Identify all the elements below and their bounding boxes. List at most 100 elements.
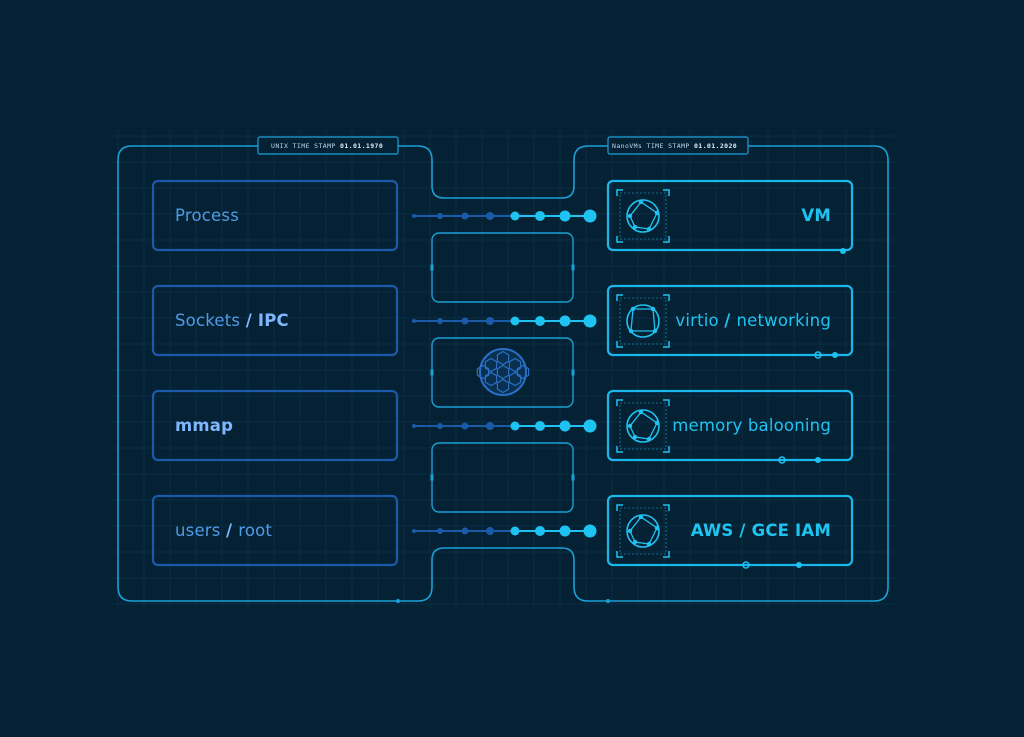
nanovms-timestamp-tag: NanoVMs TIME STAMP 01.01.2020	[612, 141, 737, 151]
right-trail-ring-2	[814, 351, 822, 359]
icon-dashed-frame	[619, 297, 667, 345]
globe-hex-cell	[496, 378, 510, 394]
icon-vertex	[646, 541, 652, 547]
left-label-root-text: root	[238, 521, 273, 540]
connector-dot	[412, 214, 416, 218]
left-label-users-text: users	[175, 521, 221, 540]
right-trail-dot-2	[832, 352, 838, 358]
connector-dot	[510, 316, 520, 326]
connector-dot	[412, 319, 416, 323]
icon-dashed-frame	[619, 402, 667, 450]
globe-hex-cell	[496, 350, 510, 366]
icon-vertex	[627, 213, 633, 219]
right-label-vm-text: VM	[801, 206, 831, 225]
icon-corner-brackets	[616, 294, 670, 348]
left-row-box-1	[151, 179, 399, 252]
icon-circle	[626, 304, 660, 338]
unix-timestamp-box	[257, 136, 399, 155]
connector-dot	[583, 314, 597, 328]
right-label-virtio-networking: virtio / networking	[675, 311, 831, 331]
vm-node-icon	[616, 189, 670, 243]
unix-timestamp-tag: UNIX TIME STAMP 01.01.1970	[271, 141, 383, 151]
icon-circle	[626, 199, 660, 233]
connector-row-1	[412, 209, 597, 223]
right-label-vm: VM	[801, 206, 831, 226]
connector-dot	[437, 213, 443, 219]
icon-vertex	[630, 306, 636, 312]
left-label-ipc-text: IPC	[257, 311, 289, 330]
left-label-mmap: mmap	[175, 416, 233, 436]
right-label-aws-text: AWS / GCE IAM	[690, 521, 831, 540]
icon-vertex	[627, 528, 633, 534]
icon-corner-brackets	[616, 189, 670, 243]
connector-dot	[461, 317, 469, 325]
connector-dot	[535, 211, 545, 221]
left-row-box-2	[151, 284, 399, 357]
connector-dot	[510, 421, 520, 431]
right-trail-dot-4	[796, 562, 802, 568]
right-trail-dot-1	[840, 248, 846, 254]
left-label-process: Process	[175, 206, 239, 226]
icon-vertex	[628, 328, 634, 334]
icon-vertex	[632, 539, 638, 545]
connector-dot	[486, 422, 494, 430]
globe-hex-cell	[508, 371, 522, 387]
connector-dot	[412, 529, 416, 533]
globe-hex-cell	[476, 364, 490, 380]
left-label-sockets-ipc: Sockets / IPC	[175, 311, 289, 331]
right-label-virtio-separator: /	[724, 311, 737, 330]
connector-dot	[583, 524, 597, 538]
icon-dashed-frame	[619, 507, 667, 555]
icon-vertex	[646, 226, 652, 232]
left-row-box-4	[151, 494, 399, 567]
connector-dot	[510, 526, 520, 536]
left-label-users-separator: /	[226, 521, 239, 540]
right-trail-ring-3	[778, 456, 786, 464]
connector-dot	[461, 527, 469, 535]
icon-vertex	[654, 525, 660, 531]
globe-hex-cell	[484, 371, 498, 387]
globe-hex-cell	[484, 357, 498, 373]
nanovms-timestamp-box	[607, 136, 749, 155]
connector-dot	[583, 209, 597, 223]
unix-timestamp-value: 01.01.1970	[340, 142, 384, 150]
right-trail-ring-4	[742, 561, 750, 569]
label-boxes	[151, 179, 854, 569]
node-icons	[476, 189, 670, 558]
outer-frame-path	[117, 145, 889, 602]
icon-vertex	[650, 306, 656, 312]
globe-hex-cell	[508, 357, 522, 373]
right-label-memory-balooning: memory balooning	[672, 416, 831, 436]
connector-dot	[461, 422, 469, 430]
connector-dot	[461, 212, 469, 220]
left-label-sockets-text: Sockets	[175, 311, 241, 330]
icon-vertex	[654, 420, 660, 426]
right-label-networking-text: networking	[736, 311, 831, 330]
virtio-node-icon	[616, 294, 670, 348]
left-label-mmap-text: mmap	[175, 416, 234, 435]
icon-vertex	[646, 436, 652, 442]
right-label-aws-gce-iam: AWS / GCE IAM	[691, 521, 831, 541]
outer-frames	[117, 136, 889, 603]
icon-vertex	[638, 514, 644, 520]
connector-row-3	[412, 419, 597, 433]
connector-dot	[535, 526, 545, 536]
icon-vertex	[638, 199, 644, 205]
icon-vertex	[632, 224, 638, 230]
right-label-virtio-text: virtio	[675, 311, 719, 330]
icon-vertex	[652, 328, 658, 334]
globe-hex-cell	[496, 364, 510, 380]
connector-dot	[437, 528, 443, 534]
right-row-box-2	[606, 284, 854, 357]
nanovms-timestamp-value: 01.01.2020	[693, 142, 738, 150]
icon-polygon	[629, 516, 658, 545]
connector-dot	[486, 317, 494, 325]
connector-row-2	[412, 314, 597, 328]
icon-corner-brackets	[616, 399, 670, 453]
connector-dot	[486, 527, 494, 535]
icon-circle	[626, 409, 660, 443]
left-row-box-3	[151, 389, 399, 462]
globe-hexagon-icon	[476, 348, 530, 396]
